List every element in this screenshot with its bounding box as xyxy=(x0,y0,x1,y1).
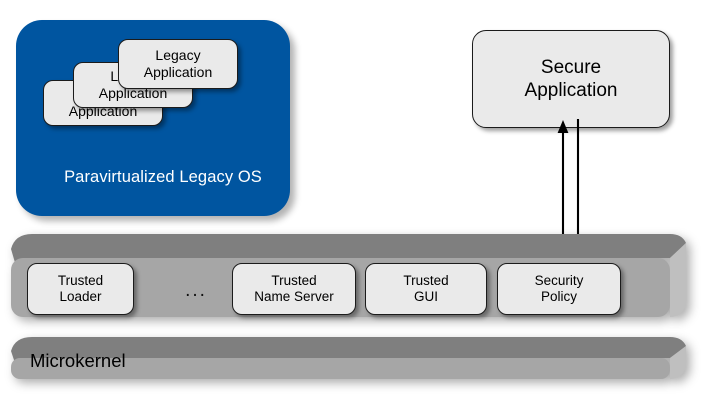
trusted-name-server-line2: Name Server xyxy=(254,289,334,304)
slab-right-face xyxy=(670,243,686,317)
legacy-application-box-1: Legacy Application xyxy=(118,39,238,89)
trusted-loader-box: Trusted Loader xyxy=(27,263,134,315)
trusted-loader-line2: Loader xyxy=(59,289,102,304)
legacy-application-line2: Application xyxy=(98,85,168,101)
legacy-application-line2: Application xyxy=(143,64,213,80)
trusted-gui-line1: Trusted xyxy=(403,273,449,289)
trusted-name-server-box: Trusted Name Server xyxy=(232,263,356,315)
microkernel-top-face xyxy=(11,337,686,366)
trusted-loader-line1: Trusted xyxy=(57,273,104,289)
microkernel-right-face xyxy=(670,346,686,379)
trusted-gui-line2: GUI xyxy=(413,289,438,304)
legacy-application-line1: Legacy xyxy=(155,47,201,64)
trusted-name-server-line1: Trusted xyxy=(271,273,317,289)
services-ellipsis: ... xyxy=(185,279,207,301)
microkernel-front-face xyxy=(11,358,670,379)
trusted-gui-box: Trusted GUI xyxy=(365,263,487,315)
microkernel-label: Microkernel xyxy=(30,350,126,371)
security-policy-line2: Policy xyxy=(540,289,577,304)
security-policy-box: Security Policy xyxy=(497,263,621,315)
secure-application-line2: Application xyxy=(524,80,618,101)
secure-application-box: Secure Application xyxy=(472,30,670,128)
secure-application-line1: Secure xyxy=(540,56,602,78)
legacy-os-label: Paravirtualized Legacy OS xyxy=(64,167,262,186)
microkernel-slab xyxy=(10,336,688,396)
security-policy-line1: Security xyxy=(534,273,584,289)
